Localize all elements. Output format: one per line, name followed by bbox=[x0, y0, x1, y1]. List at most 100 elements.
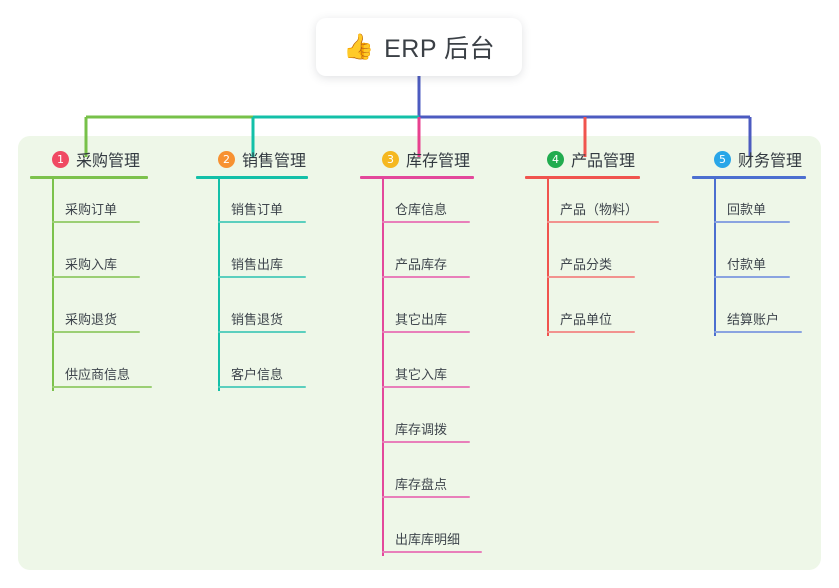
list-item-label: 回款单 bbox=[727, 202, 767, 217]
column-spine-1 bbox=[52, 179, 54, 391]
list-item-label: 采购退货 bbox=[65, 312, 118, 327]
column-1: 1 采购管理采购订单采购入库采购退货供应商信息 bbox=[30, 146, 152, 399]
list-item[interactable]: 库存调拨 bbox=[360, 399, 474, 454]
list-item[interactable]: 采购退货 bbox=[30, 289, 148, 344]
list-item-label: 其它入库 bbox=[395, 367, 448, 382]
list-item-label: 供应商信息 bbox=[65, 367, 131, 382]
column-spine-2 bbox=[218, 179, 220, 391]
list-item[interactable]: 销售订单 bbox=[196, 179, 308, 234]
list-item-underline bbox=[714, 221, 790, 223]
list-item[interactable]: 产品分类 bbox=[525, 234, 640, 289]
column-items-1: 采购订单采购入库采购退货供应商信息 bbox=[30, 179, 152, 399]
list-item-label: 采购入库 bbox=[65, 257, 118, 272]
list-item-label: 销售订单 bbox=[231, 202, 284, 217]
list-item-underline bbox=[547, 276, 635, 278]
list-item[interactable]: 仓库信息 bbox=[360, 179, 474, 234]
column-3: 3 库存管理仓库信息产品库存其它出库其它入库库存调拨库存盘点出库库明细 bbox=[360, 146, 482, 564]
list-item-underline bbox=[218, 221, 306, 223]
list-item-underline bbox=[382, 331, 470, 333]
list-item-underline bbox=[547, 221, 659, 223]
column-underline-1 bbox=[30, 176, 148, 179]
column-spine-4 bbox=[547, 179, 549, 336]
list-item[interactable]: 产品单位 bbox=[525, 289, 640, 344]
list-item-label: 销售退货 bbox=[231, 312, 284, 327]
column-2: 2 销售管理销售订单销售出库销售退货客户信息 bbox=[196, 146, 308, 399]
list-item-label: 销售出库 bbox=[231, 257, 284, 272]
list-item-label: 仓库信息 bbox=[395, 202, 448, 217]
column-items-4: 产品（物料） 产品分类产品单位 bbox=[525, 179, 659, 344]
list-item-label: 采购订单 bbox=[65, 202, 118, 217]
column-badge-3: 3 bbox=[382, 150, 399, 168]
list-item[interactable]: 销售出库 bbox=[196, 234, 308, 289]
list-item-label: 产品分类 bbox=[560, 257, 613, 272]
list-item-underline bbox=[382, 276, 470, 278]
list-item[interactable]: 客户信息 bbox=[196, 344, 308, 399]
list-item-underline bbox=[382, 496, 470, 498]
list-item[interactable]: 库存盘点 bbox=[360, 454, 474, 509]
column-header-5[interactable]: 5 财务管理 bbox=[692, 146, 806, 172]
column-items-5: 回款单付款单结算账户 bbox=[692, 179, 806, 344]
column-header-3[interactable]: 3 库存管理 bbox=[360, 146, 474, 172]
list-item-underline bbox=[547, 331, 635, 333]
column-badge-1: 1 bbox=[52, 150, 69, 168]
list-item[interactable]: 采购入库 bbox=[30, 234, 148, 289]
list-item-underline bbox=[382, 386, 470, 388]
list-item-underline bbox=[218, 386, 306, 388]
list-item-label: 出库库明细 bbox=[395, 532, 461, 547]
list-item[interactable]: 产品（物料） bbox=[525, 179, 659, 234]
list-item-label: 结算账户 bbox=[727, 312, 780, 327]
column-badge-5: 5 bbox=[714, 150, 731, 168]
list-item-underline bbox=[218, 331, 306, 333]
list-item-label: 客户信息 bbox=[231, 367, 284, 382]
list-item-label: 库存调拨 bbox=[395, 422, 448, 437]
column-title-4: 产品管理 bbox=[571, 153, 636, 170]
column-badge-2: 2 bbox=[218, 150, 235, 168]
list-item[interactable]: 付款单 bbox=[692, 234, 806, 289]
list-item-underline bbox=[52, 221, 140, 223]
column-5: 5 财务管理回款单付款单结算账户 bbox=[692, 146, 806, 344]
column-underline-2 bbox=[196, 176, 308, 179]
list-item-underline bbox=[714, 276, 790, 278]
column-items-3: 仓库信息产品库存其它出库其它入库库存调拨库存盘点出库库明细 bbox=[360, 179, 482, 564]
list-item-underline bbox=[52, 276, 140, 278]
column-items-2: 销售订单销售出库销售退货客户信息 bbox=[196, 179, 308, 399]
list-item-underline bbox=[52, 386, 152, 388]
list-item[interactable]: 采购订单 bbox=[30, 179, 148, 234]
list-item-underline bbox=[382, 551, 482, 553]
list-item[interactable]: 其它出库 bbox=[360, 289, 474, 344]
list-item[interactable]: 供应商信息 bbox=[30, 344, 152, 399]
list-item-label: 其它出库 bbox=[395, 312, 448, 327]
column-title-1: 采购管理 bbox=[76, 153, 141, 170]
thumbs-up-icon: 👍 bbox=[342, 32, 375, 61]
column-title-2: 销售管理 bbox=[242, 153, 307, 170]
list-item[interactable]: 出库库明细 bbox=[360, 509, 482, 564]
column-title-3: 库存管理 bbox=[406, 153, 471, 170]
column-underline-3 bbox=[360, 176, 474, 179]
column-spine-3 bbox=[382, 179, 384, 556]
list-item-label: 产品库存 bbox=[395, 257, 448, 272]
column-header-2[interactable]: 2 销售管理 bbox=[196, 146, 308, 172]
column-title-5: 财务管理 bbox=[738, 153, 803, 170]
root-node-card[interactable]: 👍 ERP 后台 bbox=[316, 18, 522, 76]
list-item-underline bbox=[382, 221, 470, 223]
list-item[interactable]: 销售退货 bbox=[196, 289, 308, 344]
column-header-1[interactable]: 1 采购管理 bbox=[30, 146, 148, 172]
list-item-label: 产品（物料） bbox=[560, 202, 639, 217]
list-item-underline bbox=[218, 276, 306, 278]
list-item-underline bbox=[714, 331, 802, 333]
list-item-label: 库存盘点 bbox=[395, 477, 448, 492]
column-underline-4 bbox=[525, 176, 640, 179]
list-item-label: 付款单 bbox=[727, 257, 767, 272]
list-item[interactable]: 结算账户 bbox=[692, 289, 806, 344]
column-spine-5 bbox=[714, 179, 716, 336]
list-item[interactable]: 回款单 bbox=[692, 179, 806, 234]
list-item[interactable]: 产品库存 bbox=[360, 234, 474, 289]
list-item-underline bbox=[52, 331, 140, 333]
page-title: ERP 后台 bbox=[384, 35, 496, 63]
list-item[interactable]: 其它入库 bbox=[360, 344, 474, 399]
list-item-label: 产品单位 bbox=[560, 312, 613, 327]
